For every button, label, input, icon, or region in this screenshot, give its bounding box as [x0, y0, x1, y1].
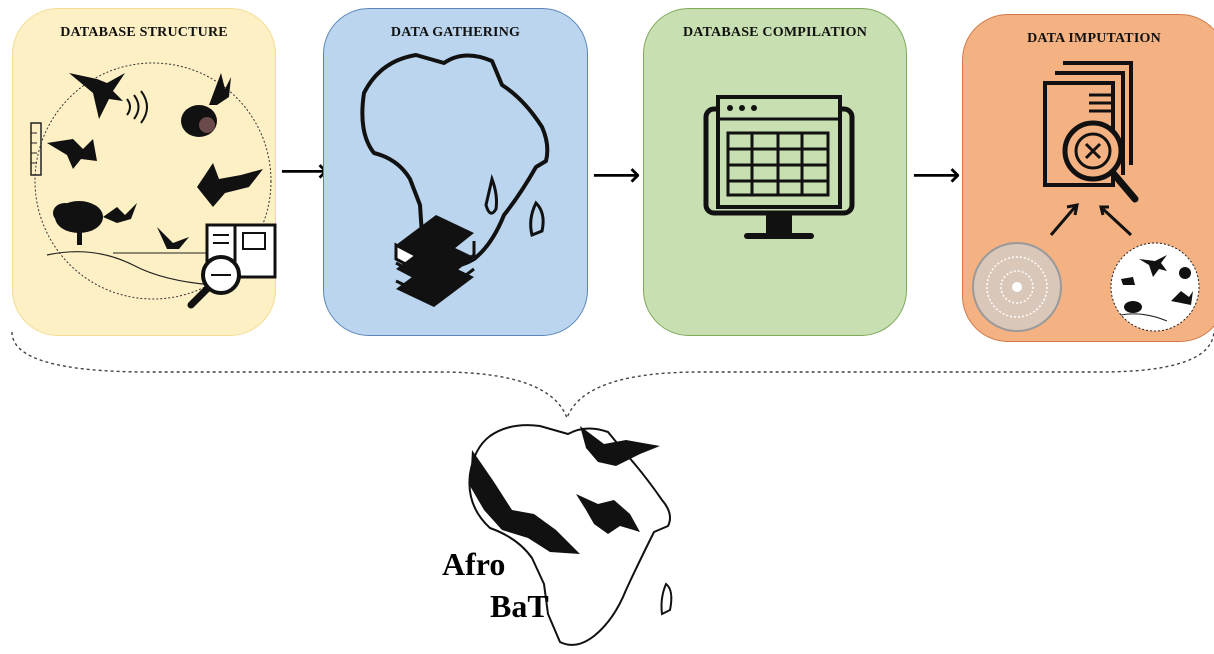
panel-title: DATABASE STRUCTURE	[60, 25, 228, 40]
phylogenetic-tree-icon	[972, 242, 1062, 332]
africa-map-illustration	[360, 53, 550, 307]
books-icon	[394, 215, 476, 307]
afrobat-logo-map	[468, 424, 673, 646]
flow-arrow: ⟶	[912, 155, 961, 195]
trait-circle-illustration	[30, 62, 277, 309]
database-structure-panel: DATABASE STRUCTURE	[12, 8, 277, 336]
data-imputation-panel: DATA IMPUTATION	[962, 14, 1214, 342]
bat-silhouette-icon	[197, 163, 263, 207]
bat-silhouette-icon	[157, 227, 189, 249]
imputation-illustration	[972, 61, 1200, 332]
africa-outline-icon	[360, 53, 550, 269]
data-gathering-panel: DATA GATHERING	[323, 8, 588, 336]
panel-title: DATABASE COMPILATION	[682, 25, 868, 40]
input-arrow-icon	[1101, 207, 1133, 237]
database-compilation-panel: DATABASE COMPILATION	[643, 8, 907, 336]
logo-text-afro: Afro	[442, 546, 506, 582]
fruit-icon	[181, 73, 231, 137]
flow-arrow: ⟶	[280, 151, 329, 191]
trait-circle-icon	[1110, 242, 1200, 332]
computer-monitor-icon	[703, 95, 855, 239]
literature-search-icon	[187, 223, 277, 309]
panel-title: DATA IMPUTATION	[1027, 31, 1161, 46]
tree-icon	[53, 201, 103, 245]
logo-text-bat: BaT	[490, 588, 549, 624]
bat-silhouette-icon	[580, 426, 660, 466]
document-search-icon	[1043, 61, 1139, 203]
bat-echolocation-icon	[69, 73, 148, 124]
bat-silhouette-icon	[103, 203, 137, 223]
bat-silhouette-icon	[470, 450, 580, 554]
bat-silhouette-icon	[47, 139, 97, 169]
africa-outline-icon	[468, 424, 671, 646]
input-arrow-icon	[1049, 206, 1077, 236]
bat-silhouette-icon	[576, 494, 640, 534]
flow-arrow: ⟶	[592, 155, 641, 195]
computer-database-illustration	[703, 95, 855, 239]
ruler-icon	[30, 122, 42, 176]
panel-title: DATA GATHERING	[390, 25, 521, 40]
